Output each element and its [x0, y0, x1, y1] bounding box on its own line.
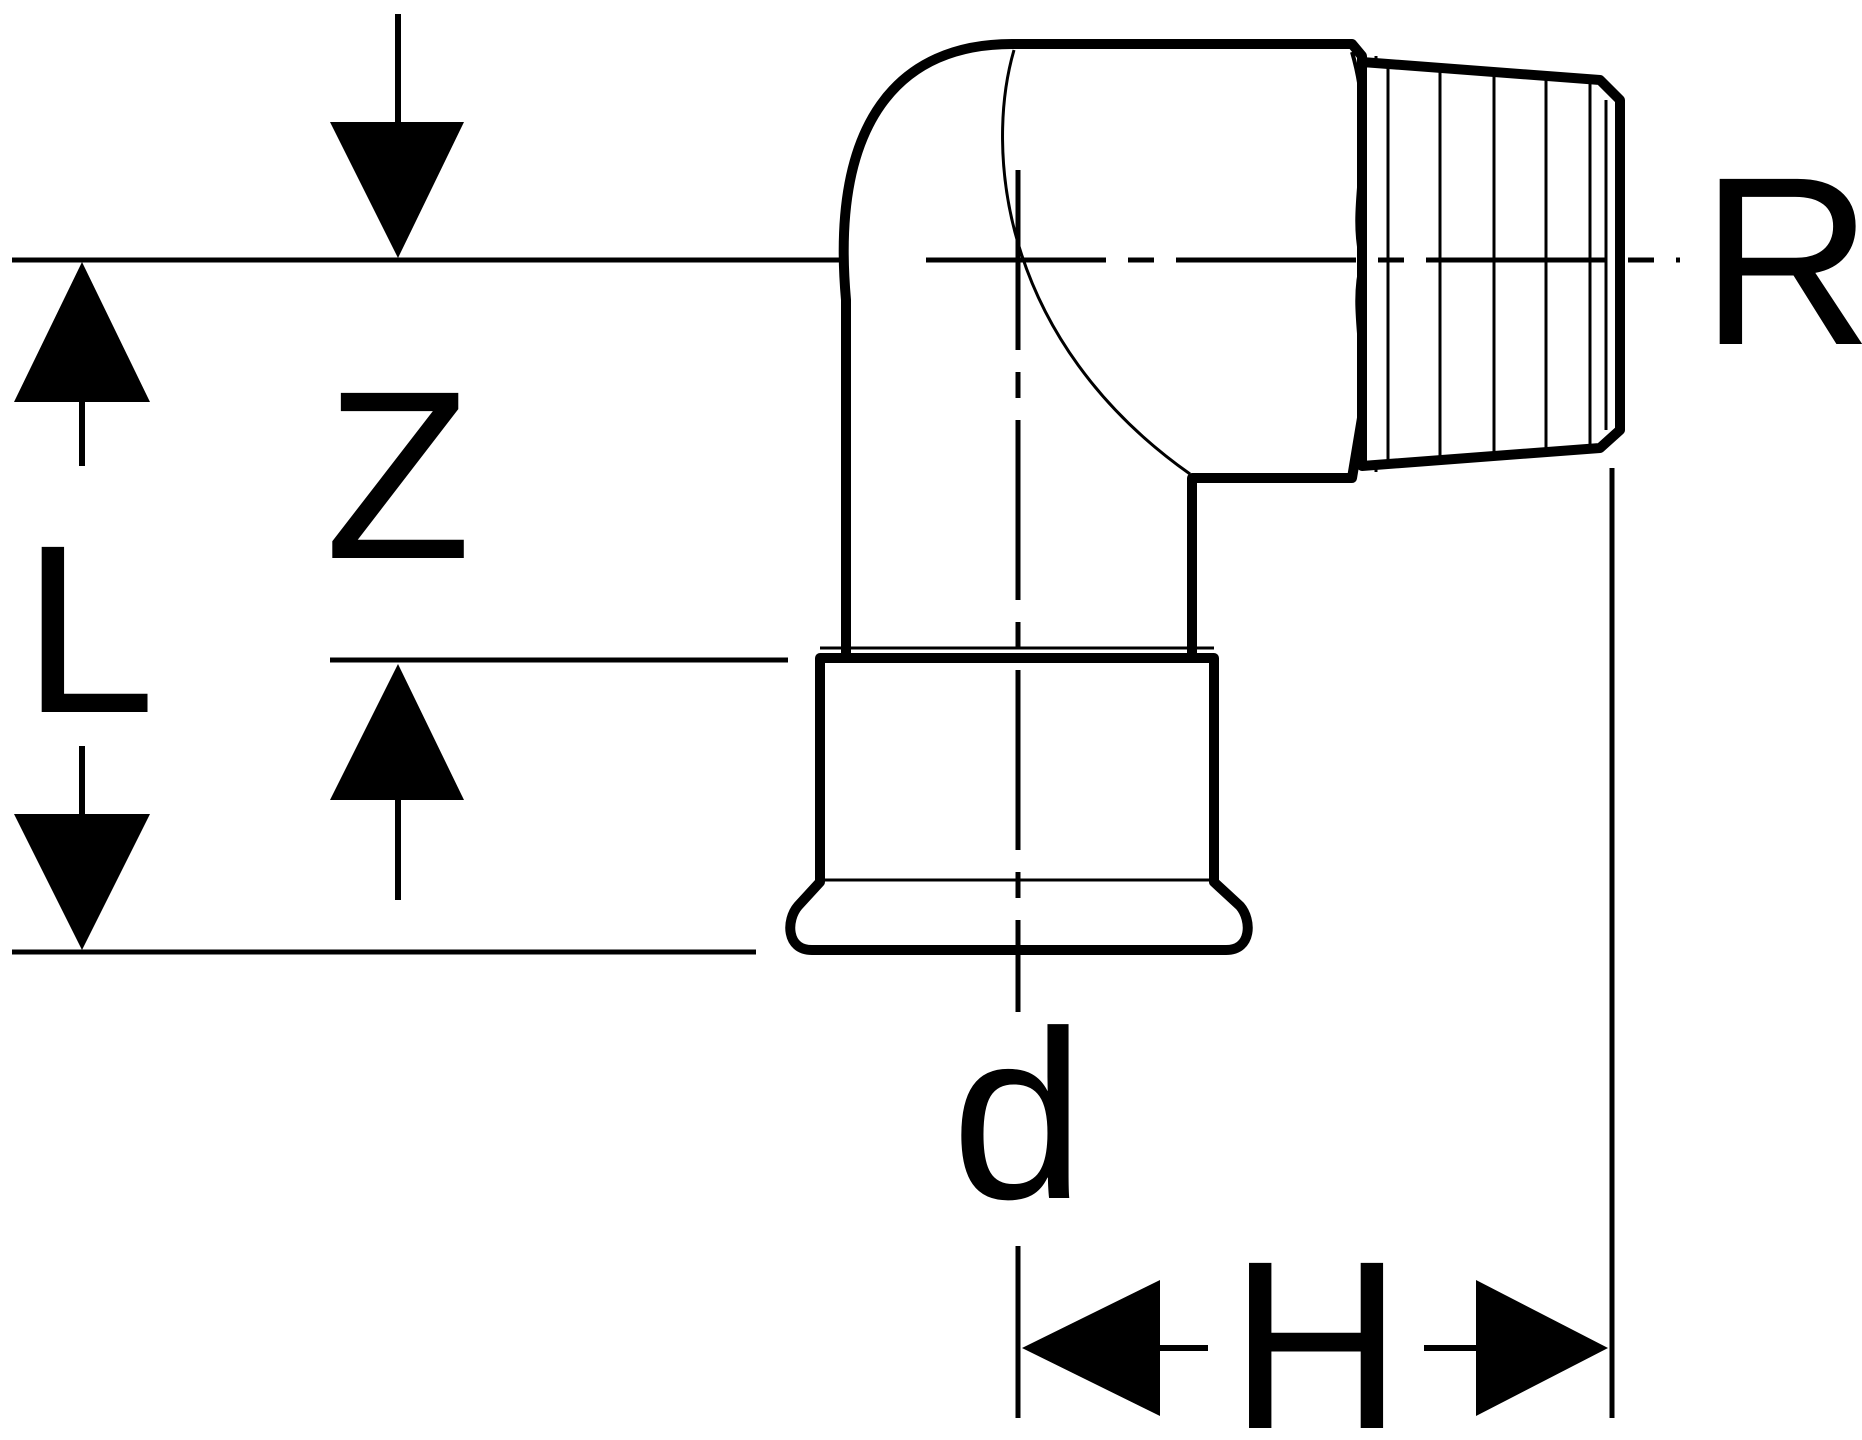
- z-dimension: [330, 14, 464, 900]
- h-arrow-left-head: [1022, 1280, 1160, 1416]
- label-d: d: [951, 981, 1084, 1249]
- z-arrow-bottom-head: [330, 664, 464, 800]
- h-arrow-right-head: [1476, 1280, 1608, 1416]
- label-z: Z: [325, 341, 472, 609]
- thread-spigot-outline: [1357, 57, 1625, 471]
- label-r: R: [1700, 127, 1862, 395]
- z-arrow-top-head: [330, 122, 464, 258]
- l-arrow-bottom-head: [14, 814, 150, 950]
- h-dimension: [1022, 1280, 1608, 1416]
- l-dimension: [14, 262, 150, 950]
- l-arrow-top-head: [14, 262, 150, 402]
- thread-lines: [1386, 66, 1608, 462]
- label-l: L: [22, 495, 155, 763]
- elbow-fitting: [785, 39, 1625, 955]
- extension-lines: [12, 257, 1615, 1418]
- elbow-body-outline: [838, 39, 1367, 663]
- center-lines: [926, 170, 1680, 1012]
- label-h: H: [1229, 1211, 1402, 1440]
